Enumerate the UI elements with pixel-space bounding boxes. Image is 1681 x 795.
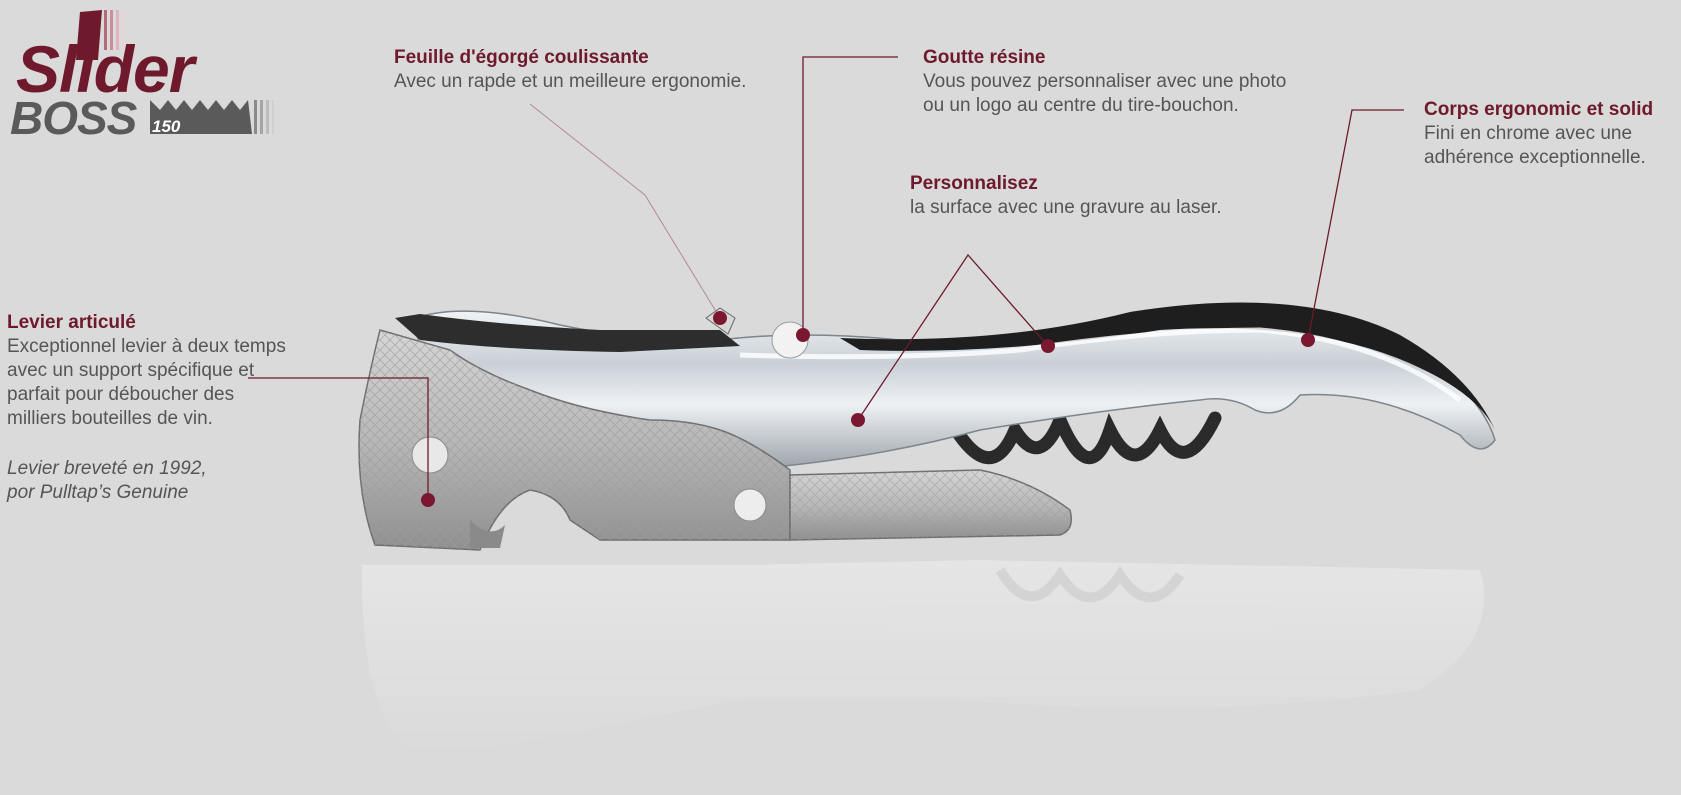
leader-corps <box>1307 109 1404 341</box>
logo-fade-stripes <box>254 100 279 134</box>
callout-goutte: Goutte résine Vous pouvez personnaliser … <box>923 46 1286 118</box>
marker-feuille <box>713 311 727 325</box>
marker-personnalisez-body <box>851 413 865 427</box>
callout-levier-line3: parfait pour déboucher des <box>7 384 235 405</box>
callout-levier-line4: milliers bouteilles de vin. <box>7 408 213 429</box>
corkscrew-lever <box>358 329 1072 551</box>
callout-levier-line2: avec un support spécifique et <box>7 360 255 381</box>
leader-goutte <box>802 56 898 335</box>
logo-badge-150: 150 <box>152 117 181 136</box>
callout-feuille-text: Avec un rapde et un meilleure ergonomie. <box>394 71 747 92</box>
bottle-opener-hook <box>470 520 505 548</box>
callout-corps-title: Corps ergonomic et solid <box>1424 99 1654 120</box>
callout-goutte-line2: ou un logo au centre du tire-bouchon. <box>923 95 1239 116</box>
callout-levier-title: Levier articulé <box>7 312 136 333</box>
callout-levier-line1: Exceptionnel levier à deux temps <box>7 336 286 357</box>
logo-stripes <box>104 10 124 50</box>
corkscrew-worm <box>943 403 1222 465</box>
logo-serrated-bar <box>150 100 252 134</box>
callout-personnalisez-title: Personnalisez <box>910 173 1038 194</box>
marker-goutte <box>796 328 810 342</box>
corkscrew-reflection <box>361 560 1484 760</box>
callout-corps-line2: adhérence exceptionnelle. <box>1424 147 1646 168</box>
callout-goutte-title: Goutte résine <box>923 47 1046 68</box>
leader-personnalisez <box>857 253 1049 421</box>
callout-feuille: Feuille d'égorgé coulissante Avec un rap… <box>394 46 746 94</box>
callout-corps: Corps ergonomic et solid Fini en chrome … <box>1424 98 1653 170</box>
callout-goutte-line1: Vous pouvez personnaliser avec une photo <box>923 71 1287 92</box>
marker-levier <box>421 493 435 507</box>
handle-highlight <box>739 327 1462 403</box>
callout-personnalisez-text: la surface avec une gravure au laser. <box>910 197 1222 218</box>
pivot-rivet-rear <box>411 436 449 474</box>
logo-boss-text: BOSS <box>10 92 138 144</box>
callout-corps-line1: Fini en chrome avec une <box>1424 123 1633 144</box>
logo-flag-mark <box>76 10 102 60</box>
callout-levier-note1: Levier breveté en 1992, <box>7 458 207 479</box>
foil-cutter-top <box>395 314 740 352</box>
callout-personnalisez: Personnalisez la surface avec une gravur… <box>910 172 1222 220</box>
callout-leader-lines <box>248 56 1404 500</box>
marker-corps <box>1301 333 1315 347</box>
logo-slider-text: Slider <box>16 32 198 106</box>
callout-levier: Levier articulé Exceptionnel levier à de… <box>7 311 286 505</box>
callout-markers <box>421 311 1315 507</box>
callout-levier-spacer <box>7 431 286 457</box>
brand-logo: Slider BOSS 150 <box>10 10 279 144</box>
callout-feuille-title: Feuille d'égorgé coulissante <box>394 47 649 68</box>
callout-levier-note2: por Pulltap’s Genuine <box>7 482 189 503</box>
marker-personnalisez-handle <box>1041 339 1055 353</box>
pivot-rivet-front <box>733 488 767 522</box>
black-spine <box>840 302 1495 430</box>
leader-feuille <box>529 103 721 319</box>
leader-levier <box>248 377 429 500</box>
